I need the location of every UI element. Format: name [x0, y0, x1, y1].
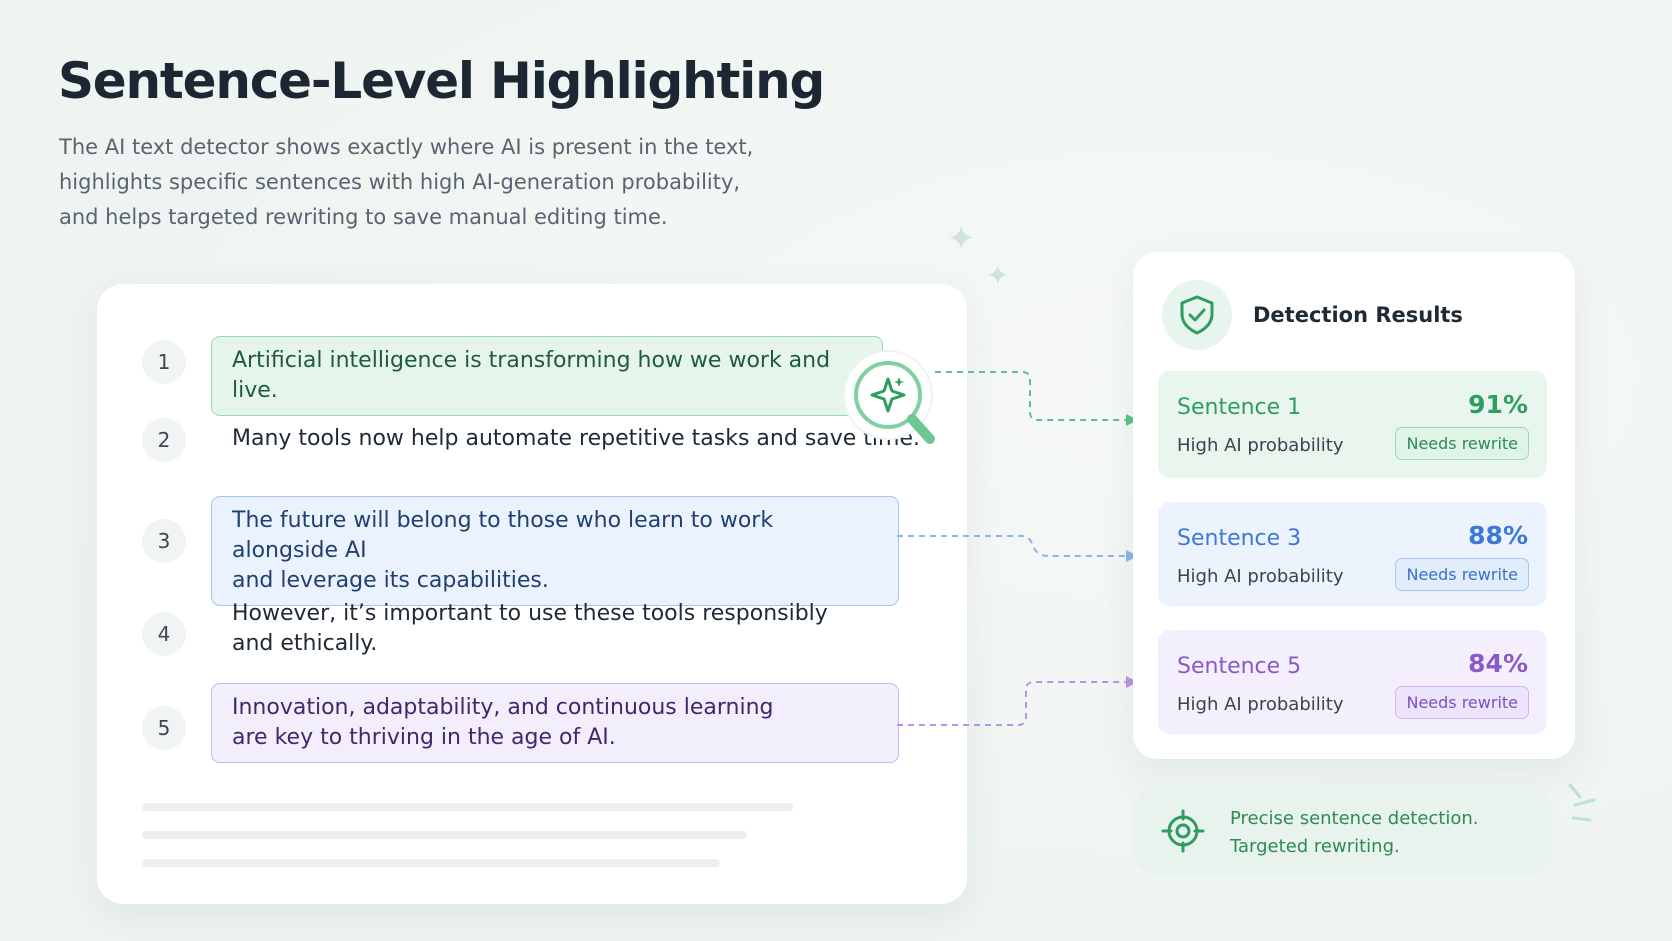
result-sentence-name: Sentence 5 — [1177, 654, 1302, 679]
line-number: 4 — [142, 612, 186, 656]
placeholder-line — [142, 803, 793, 811]
line-number: 5 — [142, 706, 186, 750]
sentence-text: However, it’s important to use these too… — [232, 601, 828, 626]
sentence-text: and leverage its capabilities. — [232, 568, 549, 593]
shield-icon-wrap — [1162, 280, 1232, 350]
page-title: Sentence-Level Highlighting — [58, 52, 825, 110]
result-card[interactable]: Sentence 1 91% High AI probability Needs… — [1158, 371, 1547, 478]
line-number: 2 — [142, 418, 186, 462]
result-probability: High AI probability — [1177, 694, 1344, 715]
needs-rewrite-badge[interactable]: Needs rewrite — [1395, 427, 1529, 460]
target-icon — [1161, 809, 1205, 853]
result-percent: 84% — [1468, 649, 1528, 678]
tagline-line: Targeted rewriting. — [1230, 836, 1400, 857]
sentence-text: Innovation, adaptability, and continuous… — [232, 695, 774, 720]
line-number: 3 — [142, 519, 186, 563]
placeholder-line — [142, 859, 720, 867]
page-subtitle: The AI text detector shows exactly where… — [59, 130, 779, 235]
result-card[interactable]: Sentence 3 88% High AI probability Needs… — [1158, 502, 1547, 606]
needs-rewrite-badge[interactable]: Needs rewrite — [1395, 558, 1529, 591]
sentence-text: are key to thriving in the age of AI. — [232, 725, 616, 750]
result-card[interactable]: Sentence 5 84% High AI probability Needs… — [1158, 630, 1547, 734]
sparkle-icon: ✦ — [986, 259, 1010, 292]
sentence-text: Artificial intelligence is transforming … — [232, 348, 831, 403]
detection-results-card: Detection Results Sentence 1 91% High AI… — [1133, 252, 1575, 759]
tagline-text: Precise sentence detection. Targeted rew… — [1230, 805, 1479, 861]
sentence-text: and ethically. — [232, 631, 378, 656]
result-probability: High AI probability — [1177, 435, 1344, 456]
sentence-text: The future will belong to those who lear… — [232, 508, 774, 563]
document-card: 1 Artificial intelligence is transformin… — [97, 284, 967, 904]
sentence-text: Many tools now help automate repetitive … — [232, 426, 921, 451]
result-percent: 88% — [1468, 521, 1528, 550]
result-sentence-name: Sentence 1 — [1177, 395, 1302, 420]
result-sentence-name: Sentence 3 — [1177, 526, 1302, 551]
sentence-highlight-green[interactable]: Artificial intelligence is transforming … — [211, 336, 883, 416]
results-title: Detection Results — [1253, 303, 1463, 327]
sentence-highlight-blue[interactable]: The future will belong to those who lear… — [211, 496, 899, 606]
placeholder-line — [142, 831, 747, 839]
subtitle-line: The AI text detector shows exactly where… — [59, 135, 754, 159]
tagline-card: Precise sentence detection. Targeted rew… — [1133, 789, 1553, 874]
shield-check-icon — [1180, 295, 1214, 335]
magnifier-sparkle-icon — [843, 350, 935, 444]
needs-rewrite-badge[interactable]: Needs rewrite — [1395, 686, 1529, 719]
subtitle-line: and helps targeted rewriting to save man… — [59, 205, 668, 229]
sentence-highlight-purple[interactable]: Innovation, adaptability, and continuous… — [211, 683, 899, 763]
result-percent: 91% — [1468, 390, 1528, 419]
tagline-line: Precise sentence detection. — [1230, 808, 1479, 829]
sentence-plain[interactable]: However, it’s important to use these too… — [211, 589, 849, 669]
sentence-plain[interactable]: Many tools now help automate repetitive … — [211, 414, 941, 464]
subtitle-line: highlights specific sentences with high … — [59, 170, 741, 194]
line-number: 1 — [142, 340, 186, 384]
sparkle-icon: ✦ — [947, 219, 976, 259]
result-probability: High AI probability — [1177, 566, 1344, 587]
